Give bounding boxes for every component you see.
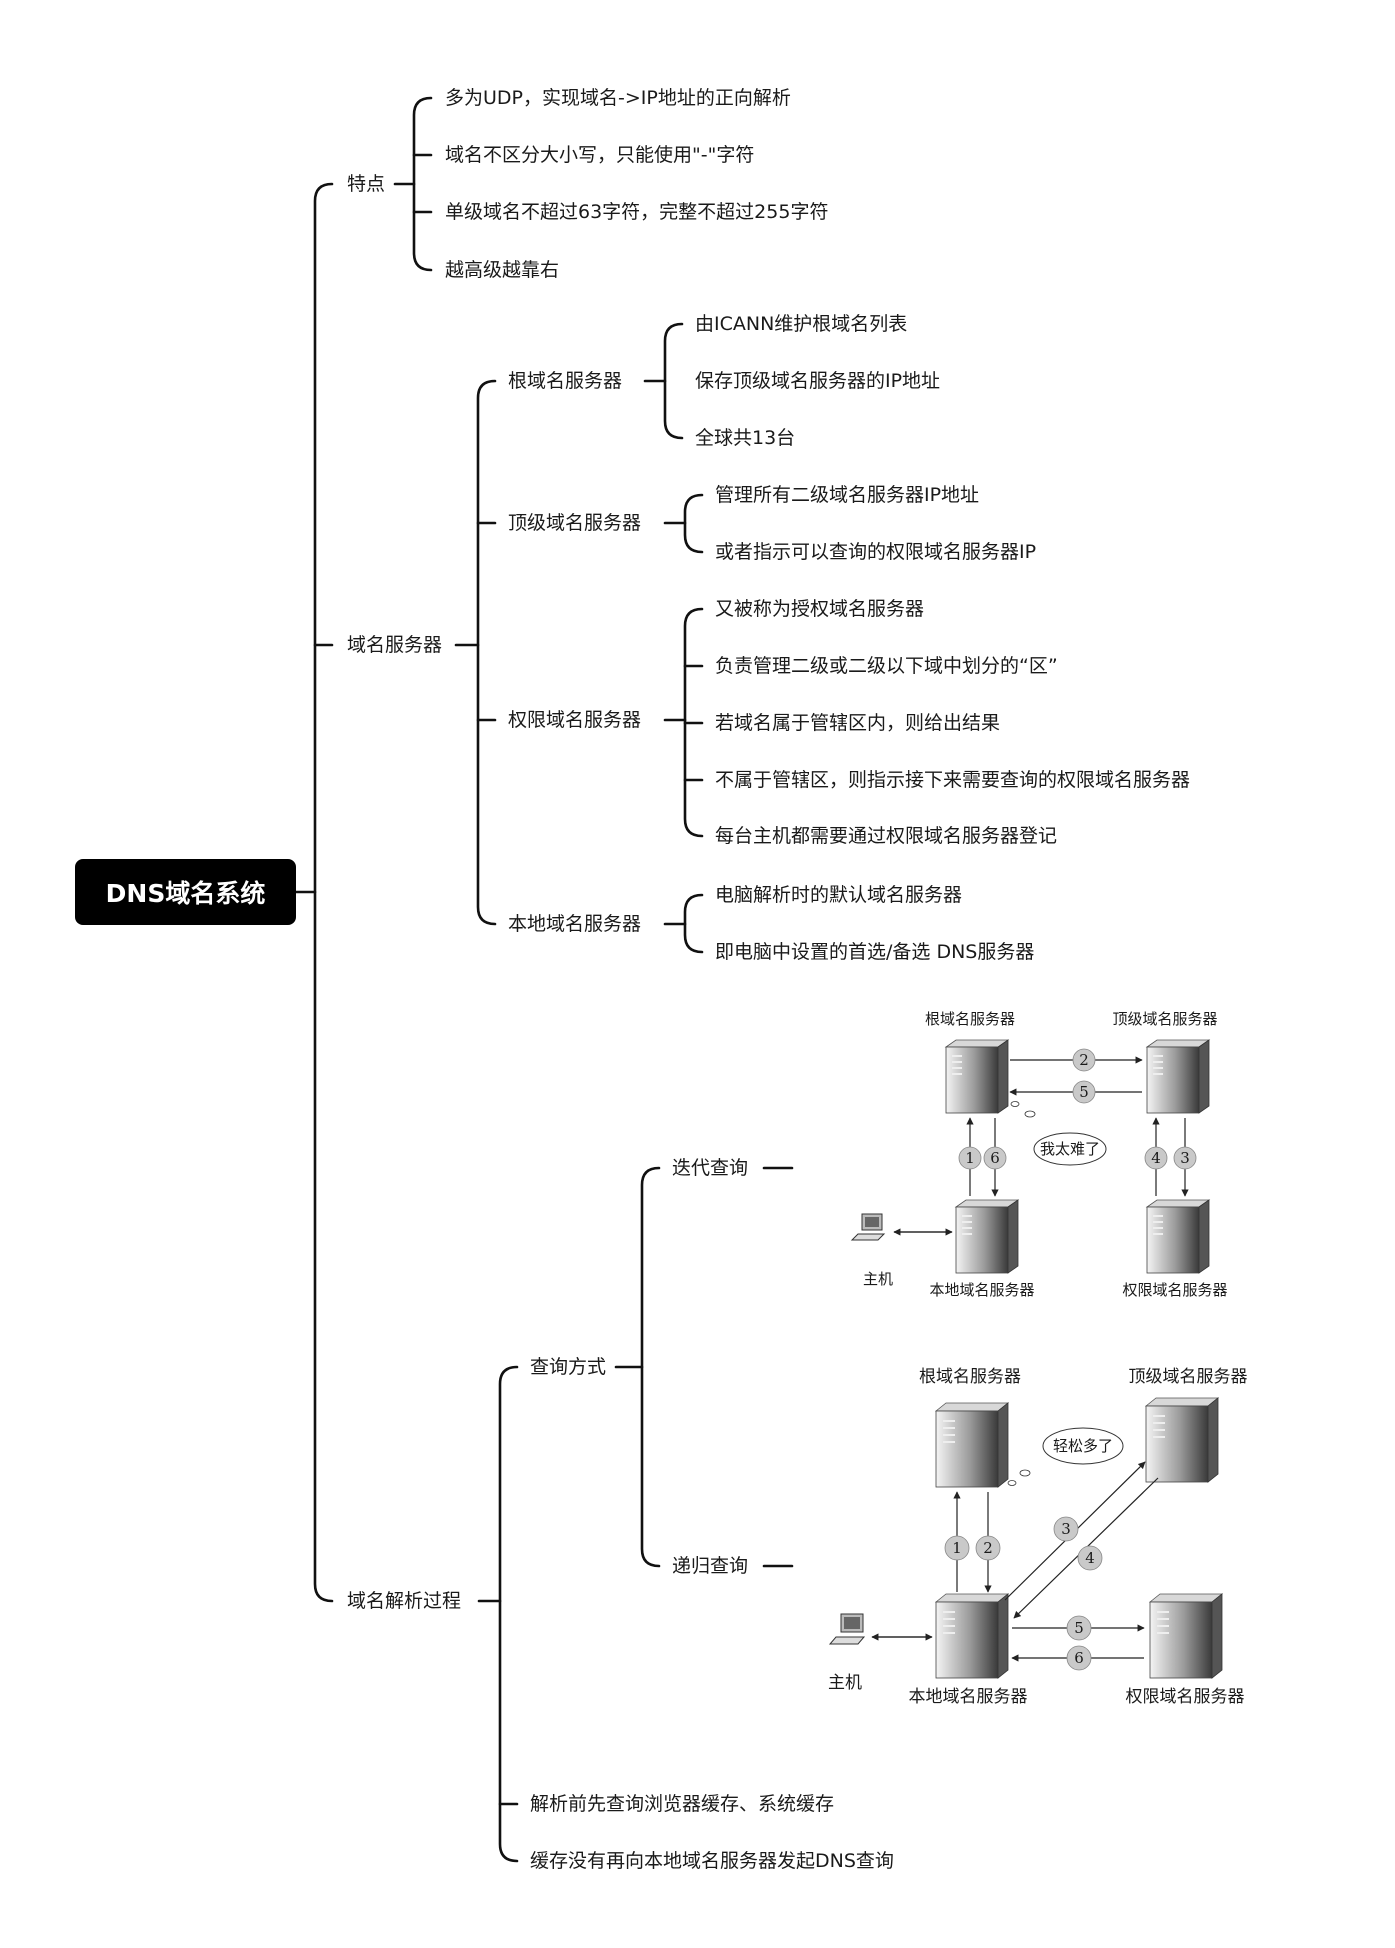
fig1-host-label: 主机 [863, 1270, 893, 1288]
fig1-step-2: 2 [1079, 1051, 1089, 1069]
fig2-thought-bubble: 轻松多了 [1007, 1427, 1124, 1486]
fig2-step-2: 2 [983, 1539, 993, 1557]
branch-features[interactable]: 特点 [347, 173, 386, 195]
recursive-query-figure: 根域名服务器 顶级域名服务器 [828, 1367, 1248, 1707]
node-tld-server[interactable]: 顶级域名服务器 [508, 512, 642, 534]
fig2-step-4: 4 [1085, 1549, 1095, 1567]
auth-server-item: 负责管理二级或二级以下域中划分的“区” [715, 655, 1058, 677]
auth-server-item: 不属于管辖区，则指示接下来需要查询的权限域名服务器 [715, 769, 1191, 791]
fig2-root-server-icon [934, 1402, 1010, 1488]
feature-item: 越高级越靠右 [445, 259, 560, 281]
fig2-step-5: 5 [1074, 1619, 1084, 1637]
node-recursive-query[interactable]: 递归查询 [672, 1555, 749, 1577]
local-server-item: 电脑解析时的默认域名服务器 [715, 884, 963, 906]
fig2-step-3: 3 [1061, 1520, 1071, 1538]
fig1-step-1: 1 [965, 1149, 975, 1167]
branch-servers[interactable]: 域名服务器 [347, 634, 443, 656]
tld-server-item: 或者指示可以查询的权限域名服务器IP [715, 541, 1037, 563]
node-root-server[interactable]: 根域名服务器 [508, 370, 623, 392]
fig1-root-server-label: 根域名服务器 [925, 1010, 1015, 1028]
fig2-local-server-icon [934, 1593, 1010, 1679]
fig1-step-5: 5 [1079, 1083, 1089, 1101]
fig1-auth-server-icon [1145, 1199, 1211, 1274]
fig1-local-server-icon [954, 1199, 1020, 1274]
fig1-bubble-text: 我太难了 [1040, 1140, 1100, 1158]
fig1-step-6: 6 [990, 1149, 1000, 1167]
fig1-tld-server-icon [1145, 1039, 1211, 1114]
fig2-root-server-label: 根域名服务器 [919, 1367, 1021, 1387]
fig2-auth-server-icon [1148, 1593, 1224, 1679]
fig2-host-label: 主机 [828, 1673, 862, 1693]
root-node[interactable]: DNS域名系统 [75, 859, 296, 925]
root-server-item: 由ICANN维护根域名列表 [695, 313, 908, 335]
fig1-local-server-label: 本地域名服务器 [929, 1281, 1034, 1299]
resolution-item: 解析前先查询浏览器缓存、系统缓存 [530, 1793, 835, 1815]
node-query-method[interactable]: 查询方式 [530, 1356, 607, 1378]
node-auth-server[interactable]: 权限域名服务器 [508, 709, 642, 731]
feature-item: 域名不区分大小写，只能使用"-"字符 [445, 144, 755, 166]
fig2-local-server-label: 本地域名服务器 [909, 1687, 1028, 1707]
iterative-query-figure: 根域名服务器 顶级域名服务器 [850, 1010, 1228, 1299]
fig2-bubble-text: 轻松多了 [1053, 1437, 1113, 1455]
fig1-thought-bubble: 我太难了 [1010, 1101, 1107, 1166]
node-iterative-query[interactable]: 迭代查询 [672, 1157, 749, 1179]
fig1-step-4: 4 [1151, 1149, 1161, 1167]
feature-item: 单级域名不超过63字符，完整不超过255字符 [445, 201, 829, 223]
auth-server-item: 又被称为授权域名服务器 [715, 598, 925, 620]
tld-server-item: 管理所有二级域名服务器IP地址 [715, 484, 980, 506]
fig2-step-6: 6 [1074, 1649, 1084, 1667]
fig2-host-computer-icon [828, 1613, 866, 1645]
root-server-item: 保存顶级域名服务器的IP地址 [695, 370, 941, 392]
fig1-host-computer-icon [850, 1213, 886, 1241]
auth-server-item: 若域名属于管辖区内，则给出结果 [715, 712, 1001, 734]
fig1-auth-server-label: 权限域名服务器 [1122, 1281, 1227, 1299]
feature-item: 多为UDP，实现域名->IP地址的正向解析 [445, 87, 791, 109]
fig1-root-server-icon [944, 1039, 1010, 1114]
fig1-tld-server-label: 顶级域名服务器 [1112, 1010, 1217, 1028]
auth-server-item: 每台主机都需要通过权限域名服务器登记 [715, 825, 1058, 847]
fig1-step-3: 3 [1180, 1149, 1190, 1167]
fig2-tld-server-label: 顶级域名服务器 [1129, 1367, 1248, 1387]
local-server-item: 即电脑中设置的首选/备选 DNS服务器 [715, 941, 1035, 963]
fig2-tld-server-icon [1144, 1397, 1220, 1483]
branch-resolution[interactable]: 域名解析过程 [347, 1590, 462, 1612]
fig2-auth-server-label: 权限域名服务器 [1126, 1687, 1245, 1707]
root-server-item: 全球共13台 [695, 427, 796, 449]
resolution-item: 缓存没有再向本地域名服务器发起DNS查询 [530, 1850, 894, 1872]
fig2-step-1: 1 [952, 1539, 962, 1557]
node-local-server[interactable]: 本地域名服务器 [508, 913, 642, 935]
